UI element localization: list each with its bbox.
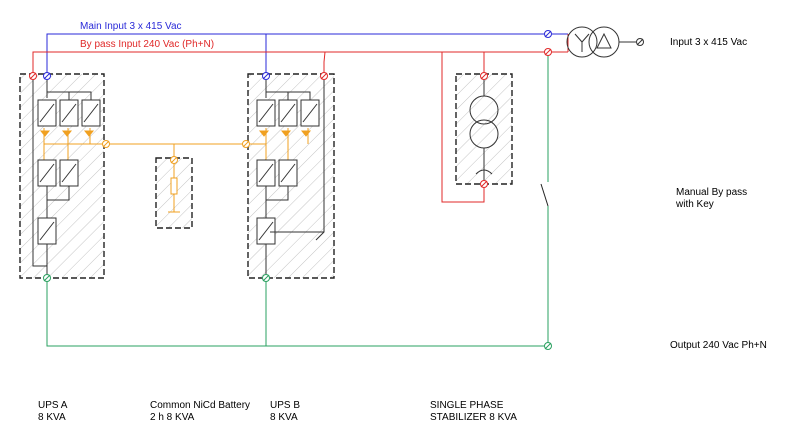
input-transformer-icon [566, 26, 636, 58]
output-label: Output 240 Vac Ph+N [670, 340, 767, 351]
output-line [46, 52, 549, 347]
manual-bypass-label: Manual By pass [676, 187, 748, 198]
ups-b-converter-symbols [258, 103, 318, 241]
stabilizer-caption: SINGLE PHASE [430, 400, 504, 411]
stabilizer-rating: STABILIZER 8 KVA [430, 412, 517, 423]
battery-cell [170, 177, 178, 195]
battery-rating: 2 h 8 KVA [150, 412, 195, 423]
diode-symbols [39, 130, 312, 137]
stabilizer-transformer [469, 80, 499, 184]
manual-bypass-label-2: with Key [676, 199, 714, 210]
battery-caption: Common NiCd Battery [150, 400, 251, 411]
ups-a-rating: 8 KVA [38, 412, 66, 423]
main-input-line [46, 33, 568, 76]
input-label: Input 3 x 415 Vac [670, 37, 748, 48]
ups-a-caption: UPS A [38, 400, 68, 411]
ups-b-caption: UPS B [270, 400, 301, 411]
ups-a-converter-symbols [39, 103, 99, 241]
terminal-markers [29, 30, 644, 350]
bypass-input-label: By pass Input 240 Vac (Ph+N) [80, 39, 215, 50]
manual-bypass-switch [540, 183, 549, 207]
ups-b-rating: 8 KVA [270, 412, 298, 423]
main-input-label: Main Input 3 x 415 Vac [80, 21, 182, 32]
